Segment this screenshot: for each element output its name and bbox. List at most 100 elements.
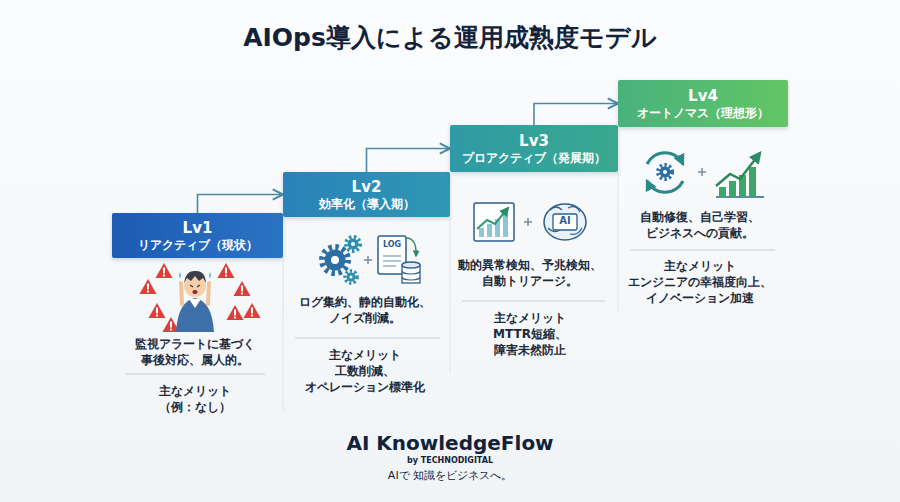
gear-body	[347, 273, 356, 282]
column-separator	[450, 217, 451, 372]
column-separator	[618, 172, 619, 312]
column-separator	[283, 258, 284, 410]
chart-bar	[495, 219, 500, 237]
person-eye	[190, 285, 193, 287]
divider-line	[630, 250, 775, 251]
warning-icon	[156, 263, 173, 278]
sweat-drop	[179, 272, 181, 278]
merit-heading: 主なメリット	[460, 310, 600, 326]
chart-frame	[474, 203, 514, 241]
chart-bar	[729, 181, 736, 197]
log-document	[378, 236, 406, 274]
sweat-drop	[209, 272, 211, 278]
gear-body	[660, 167, 671, 178]
database-ring	[402, 271, 420, 274]
description-text: 自動修復、自己学習、 ビジネスへの貢献。	[635, 209, 765, 241]
brand-company: by TECHNODIGITAL	[300, 456, 600, 466]
merit-text: 工数削減、 オペレーション標準化	[301, 363, 429, 395]
warning-icon	[163, 317, 180, 332]
person-body	[176, 298, 214, 332]
diagram-title: AIOps導入による運用成熟度モデル	[0, 22, 900, 54]
level-step: Lv2効率化（導入期）	[283, 172, 450, 217]
cycle-arrow	[647, 181, 683, 192]
level-step: Lv1リアクティブ（現状）	[112, 213, 283, 258]
level-name: プロアクティブ（発展期）	[462, 150, 606, 166]
database-ring	[402, 277, 420, 280]
warning-icon	[234, 281, 251, 296]
document-line	[383, 255, 401, 256]
divider-line	[295, 338, 440, 339]
chart-axis	[716, 196, 764, 198]
plus-sign	[701, 168, 703, 176]
level-step: Lv4オートノマス（理想形）	[618, 80, 788, 127]
person-arm	[208, 283, 209, 304]
flow-arrow	[406, 238, 416, 256]
brand-tagline: AIで 知識をビジネスへ。	[300, 469, 600, 484]
warning-icon	[218, 263, 235, 278]
icon-text: LOG	[378, 240, 406, 250]
chart-bar	[749, 167, 756, 197]
gear-teeth	[345, 271, 357, 283]
description-text: 監視アラートに基づく 事後対応、属人的。	[127, 336, 263, 368]
merit-text: エンジニアの幸福度向上、 イノベーション加速	[623, 274, 777, 306]
icon-text: AI	[553, 215, 577, 227]
gear-hole	[351, 242, 355, 246]
level-name: リアクティブ（現状）	[138, 237, 258, 253]
merit-text: MTTR短縮、 障害未然防止	[482, 326, 578, 358]
level-name: オートノマス（理想形）	[637, 105, 769, 121]
person-mouth	[192, 290, 197, 294]
merit-heading: 主なメリット	[125, 383, 265, 399]
chart-bar	[739, 175, 746, 197]
plus-sign	[524, 221, 532, 223]
level-name: 効率化（導入期）	[319, 196, 415, 212]
trend-line	[477, 208, 508, 229]
step-arrow	[367, 149, 451, 173]
document-line	[383, 265, 396, 266]
level-number: Lv2	[352, 178, 382, 196]
merit-text: （例：なし）	[125, 399, 265, 415]
database-top	[402, 262, 420, 268]
chart-bar	[487, 224, 492, 237]
warning-icon	[244, 303, 261, 318]
chart-bar	[503, 214, 508, 237]
description-text: ログ集約、静的自動化、 ノイズ削減。	[293, 294, 437, 326]
person-head	[184, 275, 206, 297]
person-arm	[181, 283, 182, 304]
database-body	[402, 265, 420, 283]
description-text: 動的異常検知、予兆検知、 自動トリアージ。	[453, 257, 607, 289]
step-arrow	[534, 104, 618, 126]
divider-line	[125, 374, 265, 375]
gear-hole	[331, 256, 339, 264]
person-eye	[197, 285, 200, 287]
plus-sign	[527, 218, 529, 226]
ai-chip	[553, 214, 577, 230]
gear-hole	[349, 275, 352, 278]
person-collar	[189, 299, 201, 308]
merit-heading: 主なメリット	[295, 347, 435, 363]
warning-icon	[227, 305, 244, 320]
plus-sign	[367, 256, 369, 264]
level-step: Lv3プロアクティブ（発展期）	[450, 125, 618, 172]
merit-heading: 主なメリット	[630, 258, 770, 274]
level-number: Lv3	[519, 132, 549, 150]
person-hair	[184, 271, 206, 283]
step-arrow	[198, 195, 284, 214]
gear-teeth	[658, 165, 672, 179]
gear-teeth	[322, 247, 348, 273]
gear-hole	[663, 170, 667, 174]
document-line	[383, 260, 401, 261]
gear-body	[325, 250, 346, 271]
brand-name: AI KnowledgeFlow	[300, 430, 600, 457]
gear-body	[348, 239, 359, 250]
cycle-arrow	[647, 153, 683, 164]
divider-line	[462, 301, 605, 302]
trend-line	[716, 153, 760, 186]
brain-fold	[548, 207, 582, 235]
plus-sign	[698, 171, 706, 173]
level-number: Lv1	[183, 219, 213, 237]
brain-outline	[544, 204, 586, 240]
plus-sign	[364, 259, 372, 261]
warning-icon	[140, 279, 157, 294]
chart-bar	[479, 228, 484, 237]
